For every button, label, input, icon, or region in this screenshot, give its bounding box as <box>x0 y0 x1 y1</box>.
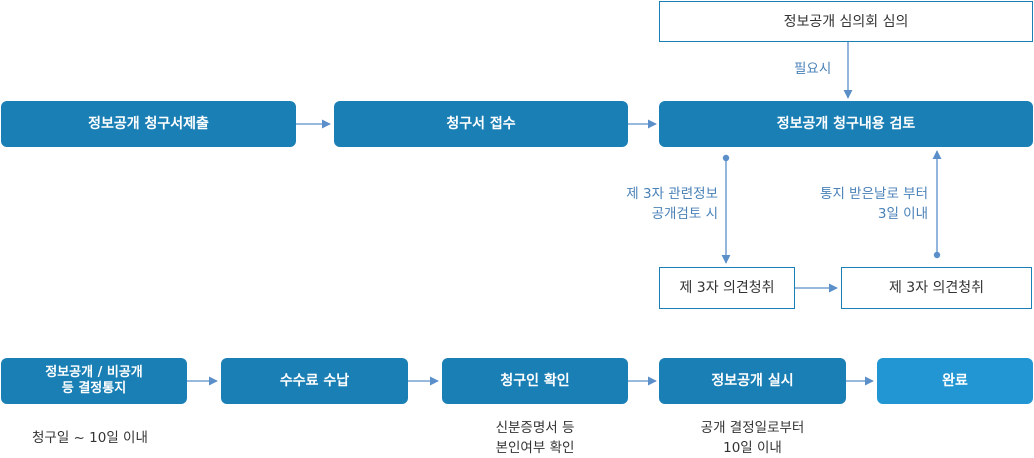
decision-notice-box: 정보공개 / 비공개 등 결정통지 <box>1 358 187 404</box>
receipt-label: 청구서 접수 <box>446 116 516 132</box>
third-party-condition-label: 제 3자 관련정보 공개검토 시 <box>600 184 718 224</box>
decision-notice-line1: 정보공개 / 비공개 <box>45 365 143 380</box>
submit-request-label: 정보공개 청구서제출 <box>88 116 209 132</box>
review-committee-label: 정보공개 심의회 심의 <box>783 13 909 30</box>
complete-box: 완료 <box>877 358 1033 404</box>
third-party-condition-line1: 제 3자 관련정보 <box>626 186 718 202</box>
branch-dot-right <box>933 251 941 259</box>
submit-request-box: 정보공개 청구서제출 <box>1 101 296 147</box>
identity-check-label: 청구인 확인 <box>500 373 570 389</box>
notice-deadline-line1: 통지 받은날로 부터 <box>820 186 928 202</box>
content-review-label: 정보공개 청구내용 검토 <box>776 116 916 132</box>
disclosure-note-line2: 10일 이내 <box>723 440 782 456</box>
fee-payment-label: 수수료 수납 <box>279 373 350 389</box>
receipt-box: 청구서 접수 <box>334 101 628 147</box>
complete-label: 완료 <box>942 373 968 389</box>
third-party-opinion-left-label: 제 3자 의견청취 <box>679 280 775 296</box>
third-party-opinion-box-left: 제 3자 의견청취 <box>659 267 795 309</box>
content-review-box: 정보공개 청구내용 검토 <box>659 101 1033 147</box>
review-committee-box: 정보공개 심의회 심의 <box>659 1 1033 42</box>
fee-payment-box: 수수료 수납 <box>221 358 408 404</box>
third-party-condition-line2: 공개검토 시 <box>651 206 718 222</box>
notice-deadline-line2: 3일 이내 <box>877 206 928 222</box>
disclosure-note: 공개 결정일로부터 10일 이내 <box>659 418 846 458</box>
identity-note-line2: 본인여부 확인 <box>495 440 575 456</box>
decision-deadline-note: 청구일 ~ 10일 이내 <box>32 430 148 446</box>
disclosure-label: 정보공개 실시 <box>711 373 794 389</box>
third-party-opinion-right-label: 제 3자 의견청취 <box>888 280 985 296</box>
disclosure-box: 정보공개 실시 <box>659 358 846 404</box>
if-needed-label: 필요시 <box>794 61 832 77</box>
branch-dot-left <box>722 154 730 162</box>
notice-deadline-label: 통지 받은날로 부터 3일 이내 <box>790 184 928 224</box>
identity-check-box: 청구인 확인 <box>442 358 628 404</box>
identity-note: 신분증명서 등 본인여부 확인 <box>442 418 628 458</box>
identity-note-line1: 신분증명서 등 <box>495 420 575 436</box>
decision-notice-line2: 등 결정통지 <box>61 381 127 396</box>
disclosure-note-line1: 공개 결정일로부터 <box>700 420 805 436</box>
third-party-opinion-box-right: 제 3자 의견청취 <box>841 267 1032 309</box>
